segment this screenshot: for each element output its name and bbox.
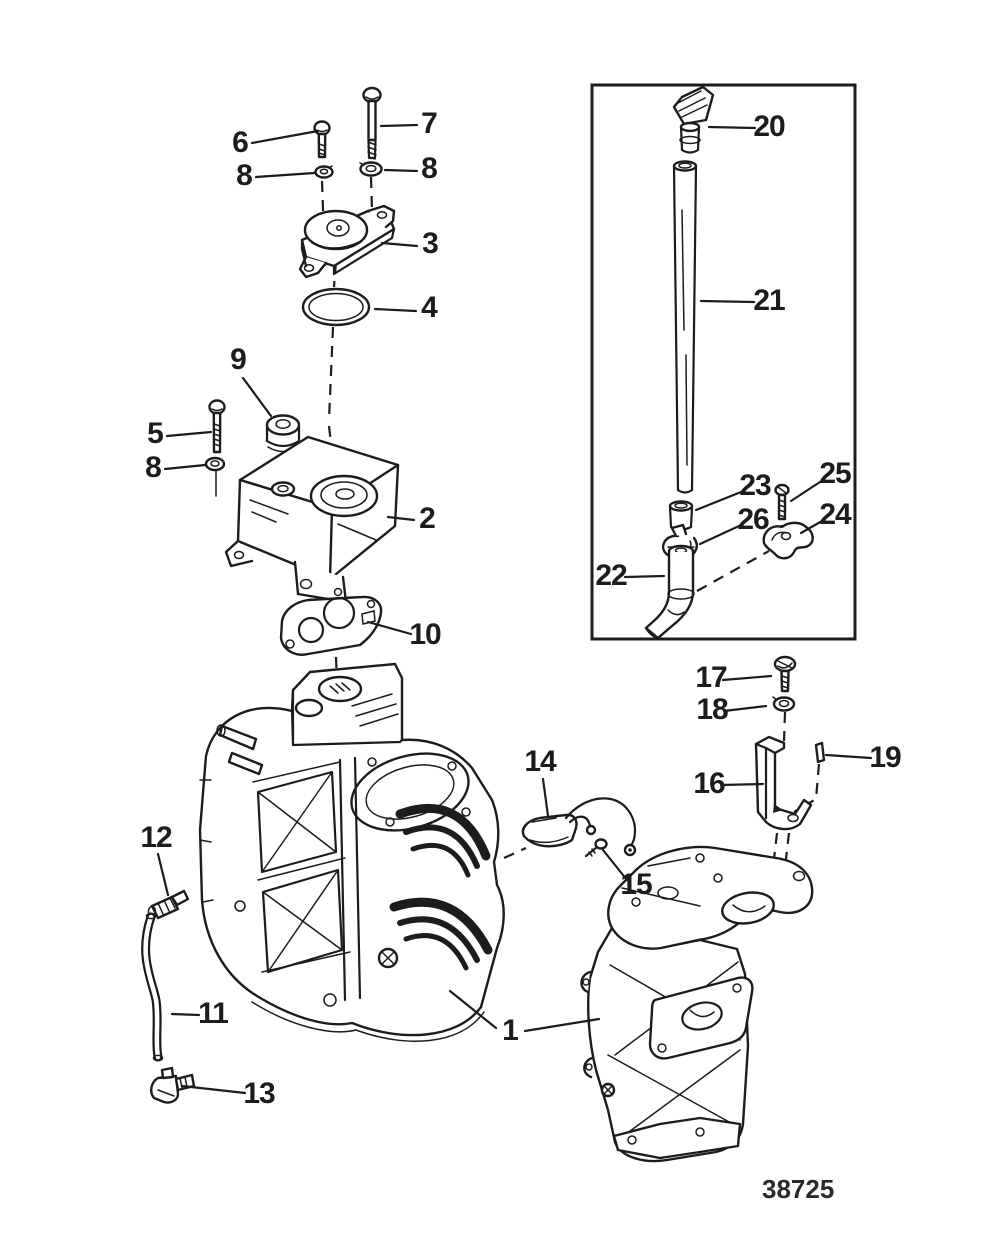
gasket-10 (279, 595, 383, 656)
callout-8-mid-left: 8 (145, 451, 161, 484)
bracket-16 (754, 735, 813, 831)
leader-line-24 (799, 519, 824, 535)
leader-line-1 (448, 989, 498, 1030)
sleeve-23 (668, 500, 694, 531)
callout-19: 19 (869, 741, 901, 774)
elbow-22 (644, 544, 695, 640)
leader-line-10 (366, 620, 413, 636)
callout-25: 25 (819, 457, 851, 490)
leader-line-5 (165, 430, 213, 438)
washer-18 (772, 696, 796, 712)
leader-line-3 (380, 241, 419, 248)
washer-8-top-left (314, 165, 334, 179)
leader-line-8-top-right (383, 168, 419, 173)
leader-line-18 (722, 704, 768, 713)
leader-line-26 (698, 524, 741, 546)
leader-line-21 (699, 299, 756, 304)
hose-11 (141, 912, 164, 1062)
callout-24: 24 (819, 498, 852, 531)
tube-21 (672, 160, 698, 494)
callout-3: 3 (422, 227, 438, 260)
cover-3 (298, 204, 396, 279)
callout-13: 13 (243, 1077, 275, 1110)
callout-12: 12 (140, 821, 172, 854)
leader-line-19 (824, 753, 873, 760)
pin-19 (814, 741, 826, 764)
screw-17 (773, 655, 797, 693)
screw-25 (774, 483, 790, 521)
callout-4: 4 (421, 291, 438, 324)
bolt-6 (313, 120, 331, 159)
clamp-24 (762, 521, 814, 560)
leader-line-1-1 (523, 1017, 601, 1033)
leader-line-17 (721, 674, 773, 682)
callout-23: 23 (739, 469, 771, 502)
inset-box (590, 83, 857, 641)
leader-line-9 (241, 376, 273, 418)
callout-15: 15 (620, 868, 652, 901)
callout-2: 2 (419, 502, 435, 535)
bolt-5 (208, 399, 226, 454)
elbow-13 (150, 1066, 196, 1104)
washer-8-mid-left (204, 456, 226, 497)
callout-8-top-right: 8 (421, 152, 437, 185)
bolt-7 (362, 86, 382, 160)
callout-11: 11 (198, 997, 228, 1030)
figure-number: 38725 (762, 1174, 834, 1204)
fitting-12 (147, 889, 190, 920)
leader-line-12 (156, 852, 170, 897)
callout-9: 9 (230, 343, 246, 376)
callout-16: 16 (693, 767, 725, 800)
cylinder-block-1 (198, 662, 505, 1042)
callout-20: 20 (753, 110, 785, 143)
crankcase-1 (580, 845, 814, 1163)
washer-8-top-right (359, 161, 383, 177)
callout-8-top-left: 8 (236, 159, 252, 192)
leader-line-14 (541, 777, 550, 818)
bearing-bands (389, 803, 493, 971)
callout-6: 6 (232, 126, 248, 159)
callout-18: 18 (696, 693, 728, 726)
leader-line-6 (250, 129, 320, 145)
sensor-14 (521, 797, 637, 857)
leader-line-22 (623, 574, 666, 579)
callout-26: 26 (737, 503, 769, 536)
leader-line-23 (694, 490, 743, 512)
leader-line-11 (170, 1012, 201, 1017)
callout-10: 10 (409, 618, 441, 651)
callout-1: 1 (502, 1014, 518, 1047)
callout-5: 5 (147, 417, 163, 450)
o-ring-4 (301, 287, 371, 327)
callout-17: 17 (695, 661, 727, 694)
callout-22: 22 (595, 559, 627, 592)
elbow-20 (672, 85, 715, 154)
leader-line-2 (386, 515, 416, 522)
leader-line-7 (379, 123, 419, 128)
leader-line-4 (373, 307, 418, 313)
leader-line-15 (601, 848, 629, 882)
callout-7: 7 (421, 107, 437, 140)
leader-line-8-top-left (254, 171, 316, 179)
callout-14: 14 (524, 745, 557, 778)
leader-line-13 (180, 1084, 247, 1095)
leader-line-8-mid-left (163, 463, 207, 471)
leader-line-25 (789, 478, 825, 503)
leader-line-16 (719, 782, 765, 787)
callout-21: 21 (753, 284, 785, 317)
screw-15 (584, 838, 608, 858)
leader-line-20 (707, 125, 757, 130)
thermostat-housing-2 (224, 435, 400, 604)
